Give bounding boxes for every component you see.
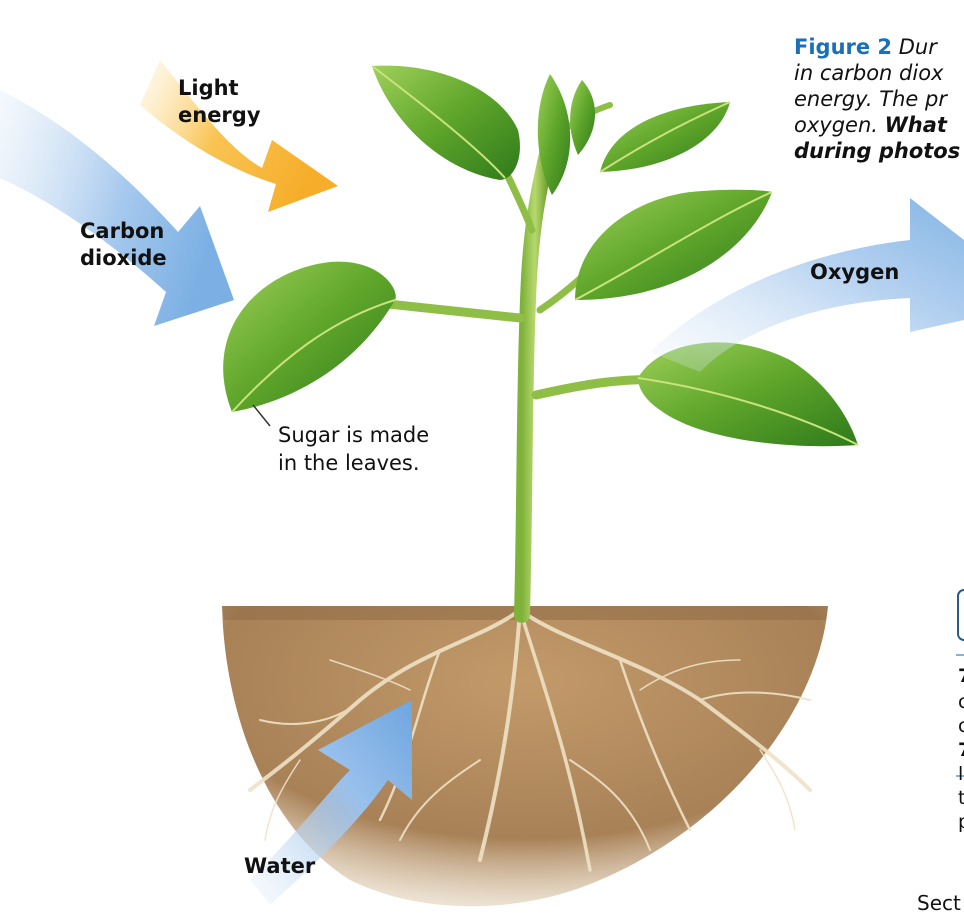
caption-line-1: Figure 2 Dur xyxy=(794,34,937,61)
side-line: p xyxy=(958,810,964,834)
caption-line-5: during photos xyxy=(794,138,960,165)
figure-number: Figure 2 xyxy=(794,35,892,59)
side-panel-box xyxy=(958,590,964,640)
oxygen-label: Oxygen xyxy=(810,259,899,286)
leaf-left xyxy=(223,262,396,412)
side-line: c xyxy=(958,690,964,714)
side-line: c xyxy=(958,714,964,738)
side-line: 7 xyxy=(958,664,964,688)
caption-line-2: in carbon diox xyxy=(794,60,943,87)
stem xyxy=(350,105,660,615)
caption-line-3: energy. The pr xyxy=(794,86,947,113)
water-label: Water xyxy=(244,853,315,880)
side-line: 7 xyxy=(958,738,964,762)
light-energy-label: Light energy xyxy=(178,75,261,129)
sugar-label: Sugar is made in the leaves. xyxy=(278,421,429,477)
caption-question: What xyxy=(885,113,947,137)
side-line: t xyxy=(958,786,964,810)
leaf-top-right xyxy=(600,102,730,172)
sugar-pointer-line xyxy=(253,405,270,426)
section-footer: Sect xyxy=(917,891,961,915)
side-line: li xyxy=(958,762,964,786)
carbon-dioxide-label: Carbon dioxide xyxy=(80,218,167,272)
leaves xyxy=(223,66,858,447)
leaf-top-small xyxy=(570,80,595,155)
caption-line-4: oxygen. What xyxy=(794,112,947,139)
